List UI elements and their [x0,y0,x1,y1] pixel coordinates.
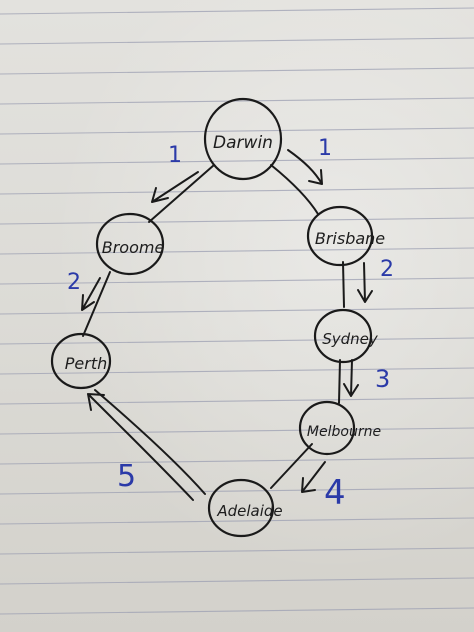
edge-sydney-melbourne [338,359,341,404]
step-number-melbourne-adelaide: 4 [324,473,346,513]
node-darwin-circle [203,97,283,181]
step-number-brisbane-sydney: 2 [380,257,394,282]
node-brisbane-circle [306,205,374,267]
step-number-broome-perth: 2 [67,270,81,295]
edge-adelaide-perth [94,389,206,495]
edge-melbourne-adelaide [270,443,313,489]
edge-broome-perth [82,271,111,337]
arrow-darwin-broome [151,171,199,203]
node-sydney-label: Sydney [322,330,379,348]
arrow-broome-perth [81,277,101,311]
step-number-darwin-broome: 1 [168,143,182,168]
arrow-brisbane-sydney [357,262,373,303]
node-perth-label: Perth [65,354,107,373]
node-adelaide-label: Adelaide [216,502,282,520]
ruled-lines [0,7,474,615]
node-adelaide-circle [207,478,275,538]
node-brisbane-label: Brisbane [315,229,385,248]
arrow-sydney-melbourne [343,359,359,397]
arrow-melbourne-adelaide [301,461,326,493]
node-perth-circle [50,332,112,390]
node-sydney-circle [313,308,373,364]
step-number-sydney-melbourne: 3 [375,365,390,393]
node-darwin-label: Darwin [213,133,273,153]
node-broome-label: Broome [102,238,165,257]
arrow-adelaide-perth [87,393,194,501]
step-number-darwin-brisbane: 1 [318,136,332,161]
step-number-adelaide-perth: 5 [117,459,136,494]
node-melbourne-label: Melbourne [307,424,381,440]
edge-darwin-broome [148,164,215,223]
node-melbourne-circle [298,400,356,456]
arrow-darwin-brisbane [287,149,323,185]
edge-brisbane-sydney [342,261,345,308]
node-broome-circle [95,212,165,276]
edge-darwin-brisbane [270,164,319,215]
